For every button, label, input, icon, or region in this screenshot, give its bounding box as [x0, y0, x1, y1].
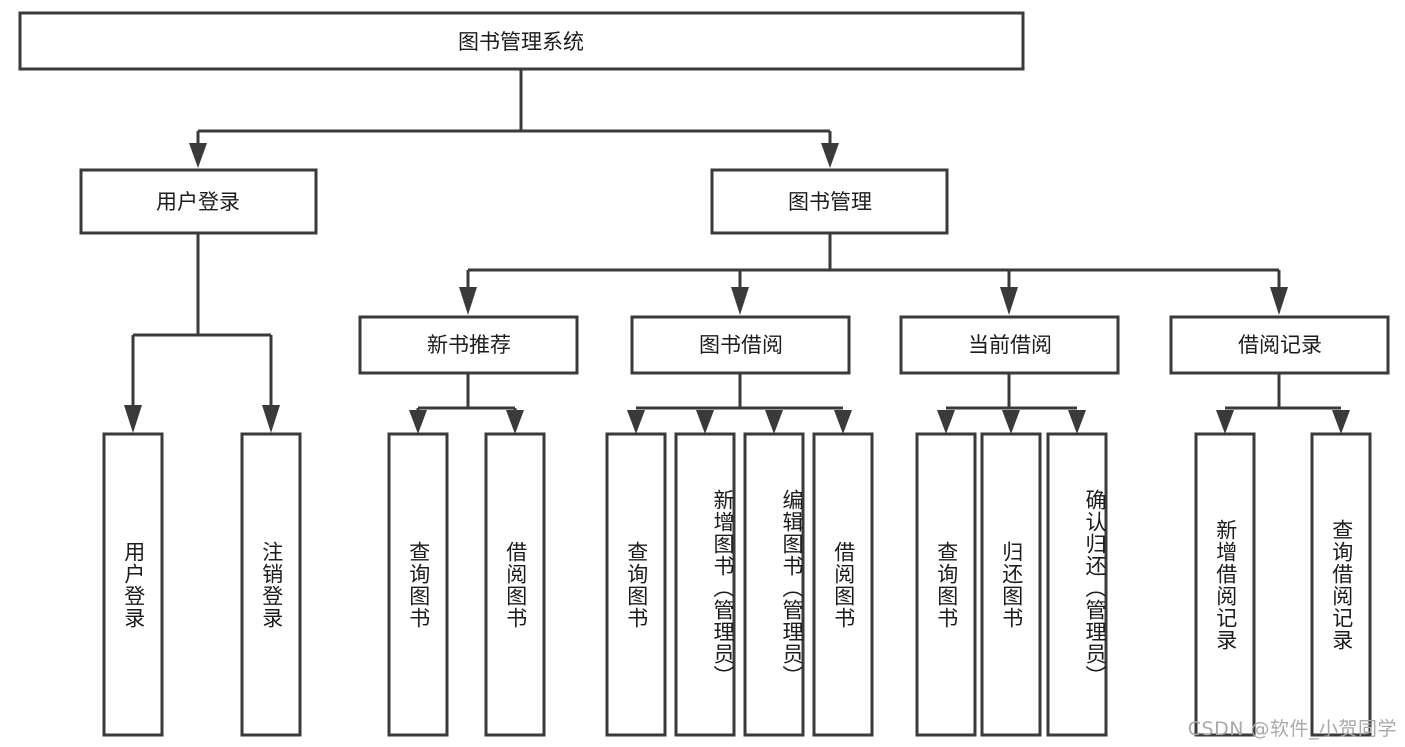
node-book-borrow-box[interactable]	[630, 315, 851, 375]
node-borrow-record-box[interactable]	[1169, 315, 1390, 375]
node-book-borrow[interactable]: 图书借阅	[630, 315, 851, 375]
node-new-book-recommend[interactable]: 新书推荐	[358, 315, 579, 375]
arrow-bb-leaf-2	[696, 410, 714, 434]
arrow-book-manage-to-new-book-recommend	[459, 287, 477, 315]
node-user-login-box[interactable]	[79, 168, 318, 235]
connector-group-user-login	[124, 233, 280, 433]
leaf-box-edit-book[interactable]	[743, 432, 805, 737]
arrow-book-manage-to-book-borrow	[731, 287, 749, 315]
connector-group-current-borrow	[937, 373, 1086, 434]
node-book-borrow-label: 图书借阅	[699, 333, 783, 357]
arrow-book-manage-to-borrow-record	[1270, 287, 1288, 315]
node-current-borrow-box[interactable]	[899, 315, 1120, 375]
node-current-borrow-label: 当前借阅	[968, 333, 1052, 357]
connector-group-book-manage	[459, 233, 1288, 315]
node-new-book-recommend-label: 新书推荐	[427, 333, 511, 357]
csdn-watermark: CSDN @软件_小贺同学	[1187, 718, 1397, 740]
arrow-cb-leaf-3	[1068, 410, 1086, 434]
node-book-manage-label: 图书管理	[788, 190, 872, 214]
leaf-box-confirm-return[interactable]	[1046, 432, 1108, 737]
leaf-box-borrow-book-1[interactable]	[484, 432, 546, 737]
arrow-br-leaf-1	[1216, 410, 1234, 434]
arrow-bb-leaf-4	[834, 410, 852, 434]
leaf-box-user-login[interactable]	[102, 432, 164, 737]
arrow-bb-leaf-3	[765, 410, 783, 434]
leaf-box-borrow-book-2[interactable]	[812, 432, 874, 737]
node-borrow-record-label: 借阅记录	[1238, 333, 1322, 357]
leaf-box-logout[interactable]	[240, 432, 302, 737]
leaf-box-query-book-2[interactable]	[605, 432, 667, 737]
arrow-nbr-leaf-2	[506, 410, 524, 434]
arrow-root-to-book-manage	[821, 143, 839, 168]
node-root-box[interactable]	[18, 11, 1025, 71]
arrow-bb-leaf-1	[627, 410, 645, 434]
node-current-borrow[interactable]: 当前借阅	[899, 315, 1120, 375]
connector-group-root	[189, 69, 839, 168]
node-new-book-recommend-box[interactable]	[358, 315, 579, 375]
connector-group-book-borrow	[627, 373, 852, 434]
connector-group-new-book-recommend	[409, 373, 524, 434]
arrow-root-to-user-login	[189, 143, 207, 168]
arrow-book-manage-to-current-borrow	[1000, 287, 1018, 315]
node-root-label: 图书管理系统	[458, 30, 584, 54]
node-user-login[interactable]: 用户登录	[79, 168, 318, 235]
node-book-manage-box[interactable]	[710, 168, 949, 235]
leaf-box-add-book[interactable]	[674, 432, 736, 737]
arrow-user-login-leaf-1	[124, 405, 142, 433]
arrow-cb-leaf-2	[1002, 410, 1020, 434]
leaf-box-query-book-1[interactable]	[387, 432, 449, 737]
leaf-box-query-book-3[interactable]	[915, 432, 977, 737]
node-book-manage[interactable]: 图书管理	[710, 168, 949, 235]
node-user-login-label: 用户登录	[156, 190, 240, 214]
leaf-box-add-record[interactable]	[1194, 432, 1256, 737]
connector-group-borrow-record	[1216, 373, 1350, 434]
arrow-br-leaf-2	[1332, 410, 1350, 434]
node-borrow-record[interactable]: 借阅记录	[1169, 315, 1390, 375]
node-root-book-management-system[interactable]: 图书管理系统	[18, 11, 1025, 71]
leaf-box-query-record[interactable]	[1310, 432, 1372, 737]
arrow-nbr-leaf-1	[409, 410, 427, 434]
arrow-cb-leaf-1	[937, 410, 955, 434]
leaf-box-return-book[interactable]	[980, 432, 1042, 737]
leaf-box-group	[102, 432, 1372, 737]
arrow-user-login-leaf-2	[262, 405, 280, 433]
